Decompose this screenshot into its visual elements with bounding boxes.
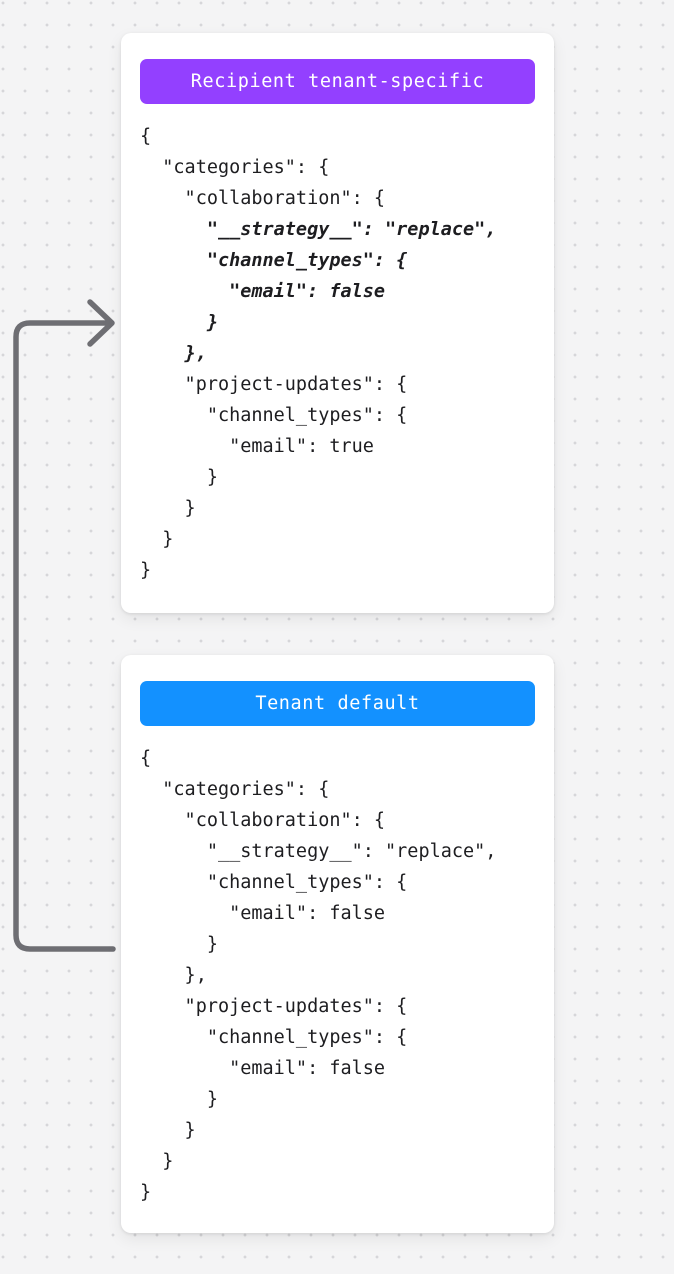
code-recipient-line-8: "project-updates": {	[140, 374, 408, 395]
code-tenant-line-1: "categories": {	[140, 779, 330, 800]
code-recipient-line-2: "collaboration": {	[140, 188, 386, 209]
code-tenant-line-2: "collaboration": {	[140, 810, 386, 831]
code-recipient-line-0: {	[140, 126, 152, 147]
code-recipient-line-11: }	[140, 467, 218, 488]
code-tenant-line-8: "project-updates": {	[140, 996, 408, 1017]
code-tenant-line-4: "channel_types": {	[140, 872, 408, 893]
card-header-tenant-default: Tenant default	[140, 681, 535, 726]
code-recipient-line-13: }	[140, 529, 174, 550]
card-header-recipient-tenant-specific: Recipient tenant-specific	[140, 59, 535, 104]
code-recipient-line-7: },	[140, 343, 207, 364]
code-recipient-line-10: "email": true	[140, 436, 374, 457]
card-recipient-tenant-specific: Recipient tenant-specific { "categories"…	[121, 33, 554, 613]
card-tenant-default: Tenant default { "categories": { "collab…	[121, 655, 554, 1233]
code-recipient-line-5: "email": false	[140, 281, 386, 302]
code-tenant-line-5: "email": false	[140, 903, 386, 924]
code-tenant-line-0: {	[140, 748, 152, 769]
code-tenant-line-9: "channel_types": {	[140, 1027, 408, 1048]
code-tenant-line-12: }	[140, 1120, 196, 1141]
code-tenant-line-14: }	[140, 1182, 152, 1203]
merge-arrow-head	[87, 299, 115, 347]
code-recipient-line-3: "__strategy__": "replace",	[140, 219, 497, 240]
code-recipient-line-9: "channel_types": {	[140, 405, 408, 426]
code-recipient-line-14: }	[140, 560, 152, 581]
code-tenant-line-13: }	[140, 1151, 174, 1172]
code-recipient-line-12: }	[140, 498, 196, 519]
code-tenant-line-7: },	[140, 965, 207, 986]
code-tenant-line-11: }	[140, 1089, 218, 1110]
code-recipient-line-6: }	[140, 312, 218, 333]
code-tenant-line-10: "email": false	[140, 1058, 386, 1079]
code-recipient-line-1: "categories": {	[140, 157, 330, 178]
merge-arrow-path	[13, 320, 116, 952]
json-code-recipient-tenant-specific: { "categories": { "collaboration": { "__…	[121, 121, 554, 586]
json-code-tenant-default: { "categories": { "collaboration": { "__…	[121, 743, 554, 1208]
code-recipient-line-4: "channel_types": {	[140, 250, 408, 271]
code-tenant-line-3: "__strategy__": "replace",	[140, 841, 497, 862]
code-tenant-line-6: }	[140, 934, 218, 955]
